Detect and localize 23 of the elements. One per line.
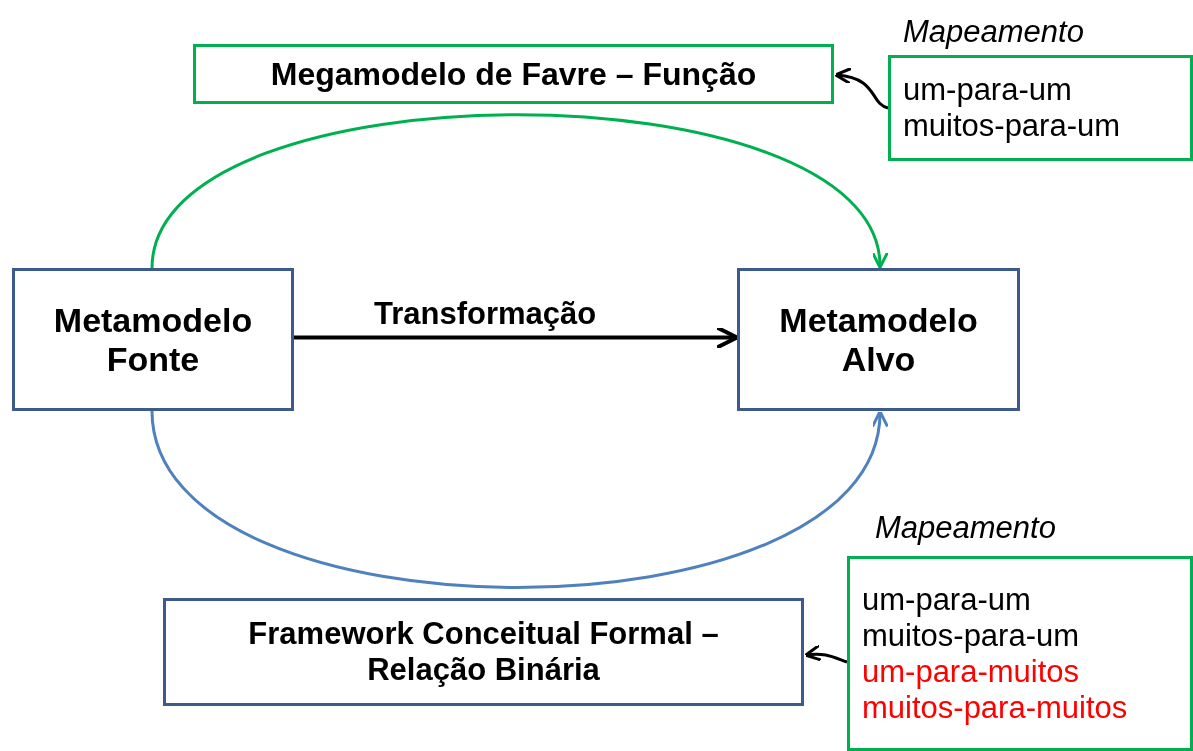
mapping-item: um-para-um bbox=[862, 581, 1031, 618]
mapping-item: um-para-muitos bbox=[862, 653, 1080, 690]
box-title: Framework Conceitual Formal – Relação Binária bbox=[247, 616, 720, 688]
arrow bbox=[834, 67, 889, 110]
mapping-heading: Mapeamento bbox=[875, 510, 1056, 546]
concept-box bbox=[737, 268, 1020, 411]
mapping-item: muitos-para-um bbox=[862, 617, 1080, 654]
arrow bbox=[294, 325, 739, 350]
arrow bbox=[150, 113, 885, 269]
concept-box bbox=[12, 268, 294, 411]
mapping-heading: Mapeamento bbox=[903, 14, 1084, 50]
arrow bbox=[150, 410, 886, 589]
box-title: Megamodelo de Favre – Função bbox=[270, 55, 757, 93]
mapping-item: um-para-um bbox=[903, 72, 1072, 108]
box-title: Metamodelo Alvo bbox=[778, 300, 979, 379]
concept-box bbox=[163, 598, 804, 706]
box-title: Metamodelo Fonte bbox=[52, 300, 254, 379]
mapping-item: muitos-para-muitos bbox=[862, 689, 1128, 726]
concept-box bbox=[193, 44, 834, 104]
mapping-box bbox=[847, 556, 1193, 751]
arrow bbox=[804, 644, 848, 664]
mapping-box bbox=[888, 55, 1193, 161]
mapping-item: muitos-para-um bbox=[903, 108, 1121, 144]
